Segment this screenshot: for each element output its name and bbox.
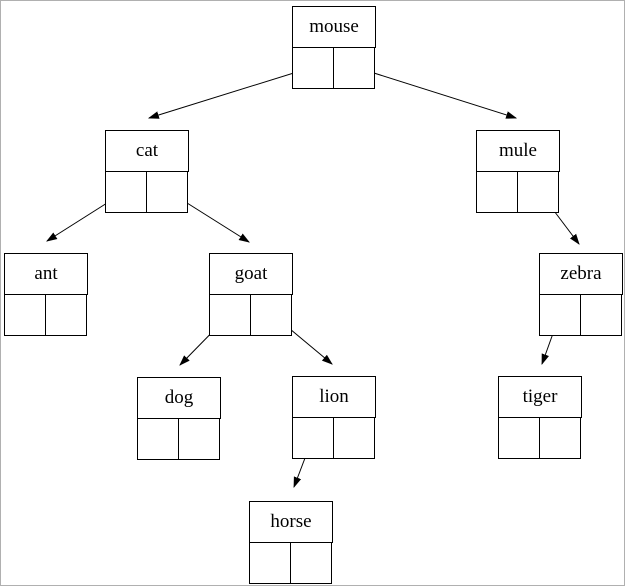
tree-node-cat: cat	[105, 130, 189, 213]
left-pointer-cell	[498, 417, 540, 459]
tree-node-ant: ant	[4, 253, 88, 336]
tree-node-tiger: tiger	[498, 376, 582, 459]
pointer-cells	[249, 542, 333, 584]
node-label: zebra	[539, 253, 623, 295]
left-pointer-cell	[105, 171, 147, 213]
right-pointer-cell	[517, 171, 559, 213]
node-label: mouse	[292, 6, 376, 48]
tree-node-zebra: zebra	[539, 253, 623, 336]
tree-node-mule: mule	[476, 130, 560, 213]
right-pointer-cell	[178, 418, 220, 460]
tree-node-dog: dog	[137, 377, 221, 460]
left-pointer-cell	[292, 417, 334, 459]
right-pointer-cell	[333, 47, 375, 89]
tree-node-lion: lion	[292, 376, 376, 459]
pointer-cells	[4, 294, 88, 336]
pointer-cells	[292, 417, 376, 459]
node-label: horse	[249, 501, 333, 543]
node-label: tiger	[498, 376, 582, 418]
left-pointer-cell	[4, 294, 46, 336]
edge-mouse-to-cat	[147, 66, 314, 119]
pointer-cells	[137, 418, 221, 460]
node-label: mule	[476, 130, 560, 172]
right-pointer-cell	[539, 417, 581, 459]
left-pointer-cell	[137, 418, 179, 460]
pointer-cells	[539, 294, 623, 336]
left-pointer-cell	[476, 171, 518, 213]
right-pointer-cell	[290, 542, 332, 584]
right-pointer-cell	[45, 294, 87, 336]
tree-node-horse: horse	[249, 501, 333, 584]
left-pointer-cell	[539, 294, 581, 336]
pointer-cells	[209, 294, 293, 336]
left-pointer-cell	[249, 542, 291, 584]
left-pointer-cell	[292, 47, 334, 89]
node-label: lion	[292, 376, 376, 418]
tree-node-mouse: mouse	[292, 6, 376, 89]
right-pointer-cell	[580, 294, 622, 336]
edge-mouse-to-mule	[354, 66, 518, 119]
pointer-cells	[292, 47, 376, 89]
left-pointer-cell	[209, 294, 251, 336]
right-pointer-cell	[333, 417, 375, 459]
tree-node-goat: goat	[209, 253, 293, 336]
pointer-cells	[476, 171, 560, 213]
node-label: ant	[4, 253, 88, 295]
node-label: dog	[137, 377, 221, 419]
node-label: cat	[105, 130, 189, 172]
right-pointer-cell	[146, 171, 188, 213]
pointer-cells	[105, 171, 189, 213]
right-pointer-cell	[250, 294, 292, 336]
pointer-cells	[498, 417, 582, 459]
node-label: goat	[209, 253, 293, 295]
